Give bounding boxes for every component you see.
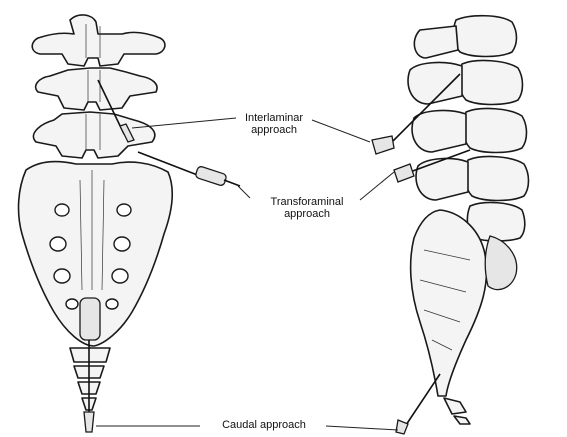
- foramen: [117, 204, 131, 216]
- label-transforaminal-line2: approach: [252, 208, 362, 220]
- leader-transforaminal-left: [238, 186, 250, 198]
- leader-transforaminal-right: [360, 172, 394, 200]
- foramen: [55, 204, 69, 216]
- label-caudal-approach: Caudal approach: [204, 419, 324, 431]
- label-interlaminar-line2: approach: [234, 124, 314, 136]
- label-transforaminal-line1: Transforaminal: [252, 196, 362, 208]
- foramen: [54, 269, 70, 283]
- vertebra-l5-posterior: [33, 112, 154, 158]
- foramen: [106, 299, 118, 309]
- caudal-needle-right: [396, 374, 440, 434]
- label-transforaminal-approach: Transforaminal approach: [252, 196, 362, 220]
- vertebra-l4-posterior: [36, 68, 157, 110]
- coccyx-lateral: [444, 398, 470, 424]
- leader-caudal-right: [326, 426, 398, 430]
- leader-interlaminar-right: [312, 120, 370, 142]
- foramen: [114, 237, 130, 251]
- lateral-view-spine: [408, 16, 528, 424]
- sacral-hiatus: [80, 298, 100, 340]
- sacrum-posterior: [19, 162, 173, 346]
- leader-interlaminar-left: [132, 118, 236, 128]
- foramen: [50, 237, 66, 251]
- vertebra-l3-posterior: [32, 15, 165, 66]
- label-interlaminar-line1: Interlaminar: [234, 112, 314, 124]
- foramen: [66, 299, 78, 309]
- label-interlaminar-approach: Interlaminar approach: [234, 112, 314, 136]
- foramen: [112, 269, 128, 283]
- posterior-view-spine: [19, 15, 173, 410]
- coccyx-posterior: [70, 348, 110, 410]
